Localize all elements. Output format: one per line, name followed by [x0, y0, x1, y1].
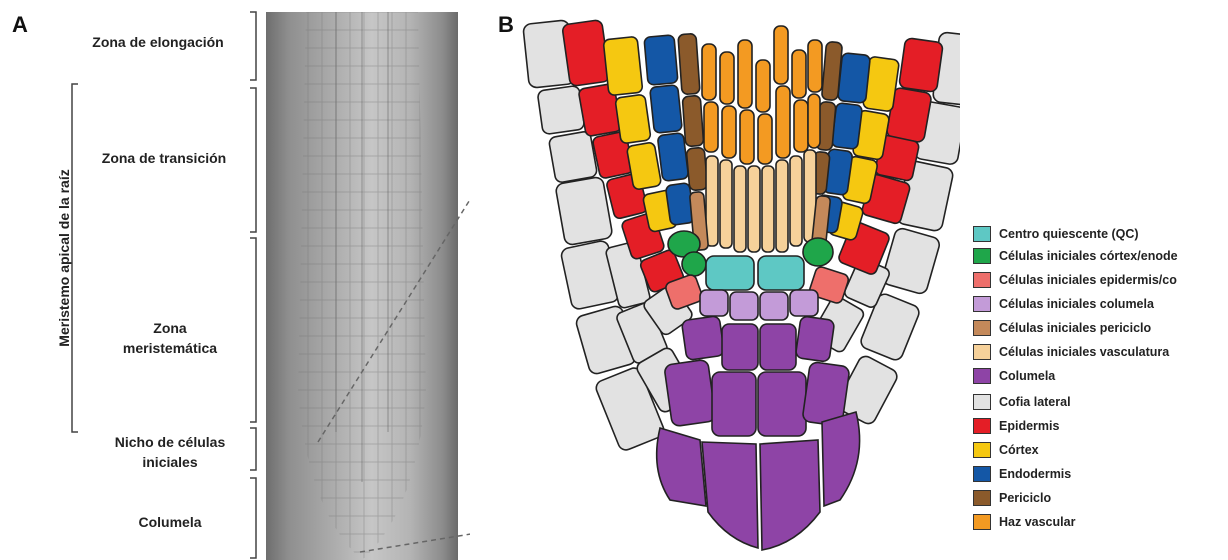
legend-label-columela: Columela [999, 369, 1055, 383]
legend-label-epidermis: Epidermis [999, 419, 1059, 433]
legend-item-cortex: Córtex [973, 440, 1039, 460]
legend-swatch-epi-init [973, 272, 991, 288]
legend-swatch-col-init [973, 296, 991, 312]
legend-label-haz: Haz vascular [999, 515, 1075, 529]
legend-label-vasc-init: Células iniciales vasculatura [999, 345, 1169, 359]
legend-item-epi-init: Células iniciales epidermis/co [973, 270, 1177, 290]
legend-label-epi-init: Células iniciales epidermis/co [999, 273, 1177, 287]
columela-iniciales-cells [700, 290, 818, 320]
legend-label-cofia: Cofia lateral [999, 395, 1071, 409]
legend-swatch-haz [973, 514, 991, 530]
legend-swatch-columela [973, 368, 991, 384]
legend-label-col-init: Células iniciales columela [999, 297, 1154, 311]
legend-item-peri-init: Células iniciales periciclo [973, 318, 1151, 338]
legend-item-columela: Columela [973, 366, 1055, 386]
legend-item-haz: Haz vascular [973, 512, 1075, 532]
columela-cells [657, 316, 860, 550]
legend-label-endodermis: Endodermis [999, 467, 1071, 481]
legend-label-periciclo: Periciclo [999, 491, 1051, 505]
legend-item-epidermis: Epidermis [973, 416, 1059, 436]
legend-item-periciclo: Periciclo [973, 488, 1051, 508]
legend-label-qc: Centro quiescente (QC) [999, 227, 1139, 241]
legend-swatch-cortex [973, 442, 991, 458]
legend-item-endodermis: Endodermis [973, 464, 1071, 484]
legend-label-peri-init: Células iniciales periciclo [999, 321, 1151, 335]
legend-label-cortex: Córtex [999, 443, 1039, 457]
legend-item-qc: Centro quiescente (QC) [973, 224, 1139, 244]
legend-item-cortex-init: Células iniciales córtex/enode [973, 246, 1178, 266]
legend-label-cortex-init: Células iniciales córtex/enode [999, 249, 1178, 263]
legend-swatch-cofia [973, 394, 991, 410]
legend-swatch-epidermis [973, 418, 991, 434]
haz-vascular-cells [702, 26, 822, 164]
legend-swatch-cortex-init [973, 248, 991, 264]
legend-swatch-peri-init [973, 320, 991, 336]
legend-swatch-vasc-init [973, 344, 991, 360]
legend-swatch-periciclo [973, 490, 991, 506]
legend-item-col-init: Células iniciales columela [973, 294, 1154, 314]
legend-item-cofia: Cofia lateral [973, 392, 1071, 412]
legend-swatch-qc [973, 226, 991, 242]
root-tip-diagram [0, 0, 960, 560]
vasculatura-iniciales-cells [706, 150, 816, 252]
legend-item-vasc-init: Células iniciales vasculatura [973, 342, 1169, 362]
qc-cells [706, 256, 804, 290]
legend-swatch-endodermis [973, 466, 991, 482]
